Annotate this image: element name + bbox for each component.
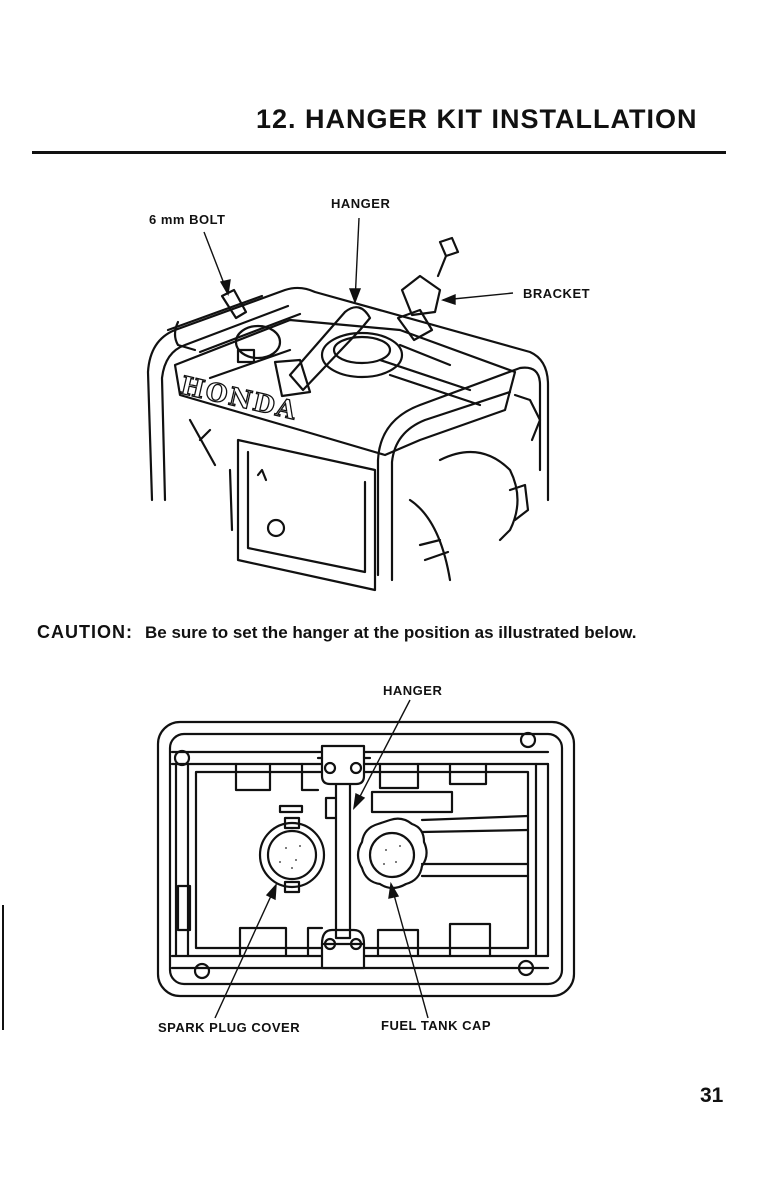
base-frame-outer <box>158 722 574 996</box>
cutout-t2 <box>302 764 318 790</box>
grille-lines <box>422 816 528 876</box>
fuel-tank-cap-top <box>358 819 427 888</box>
panel-switch <box>258 470 266 480</box>
frame-tube-top <box>172 752 548 764</box>
bolt-label: 6 mm BOLT <box>149 212 226 227</box>
bolt-small <box>222 290 246 318</box>
tank-ridge-1 <box>200 314 300 352</box>
frame-bolt-br <box>519 961 533 975</box>
tank-line-c <box>400 345 450 365</box>
tank-ridge-2 <box>210 350 290 378</box>
label-plate <box>372 792 452 812</box>
caution-text: Be sure to set the hanger at the positio… <box>145 623 637 642</box>
frame-bolt-tr <box>521 733 535 747</box>
frame-right-front-inner <box>392 392 510 580</box>
margin-mark <box>2 905 4 1030</box>
fuel-tank-body <box>175 320 515 455</box>
hanger-bolt-2 <box>351 763 361 773</box>
spark-plug-tab-top <box>285 818 299 828</box>
bolt-top <box>438 238 458 276</box>
frame-rear-bar <box>175 322 195 350</box>
right-bracket <box>515 395 540 440</box>
spark-plug-cap <box>238 350 254 362</box>
cutout-t1 <box>236 764 270 790</box>
frame-tube-left <box>176 764 188 956</box>
hanger-foot-left <box>275 360 310 396</box>
fuel-tank-cap-inner <box>370 833 414 877</box>
bracket-label: BRACKET <box>523 286 590 301</box>
frame-tube-right <box>536 764 548 956</box>
control-panel <box>238 440 375 590</box>
spark-plug-cover-ring <box>268 831 316 879</box>
fuel-cap-inner <box>334 337 390 363</box>
caution-heading: CAUTION: <box>37 622 133 642</box>
control-panel-inner <box>248 452 365 572</box>
svg-text:HONDA: HONDA <box>178 371 301 426</box>
page-title: 12. HANGER KIT INSTALLATION <box>256 104 698 135</box>
recoil-housing <box>440 452 518 540</box>
tank-line-a <box>380 360 470 390</box>
caution-note: CAUTION: Be sure to set the hanger at the… <box>37 622 637 643</box>
cutout-t3 <box>380 764 418 788</box>
page-number: 31 <box>700 1084 723 1108</box>
cutout-b2 <box>308 928 322 956</box>
hanger-bar-top <box>336 770 350 938</box>
frame-right-front <box>378 368 540 575</box>
hanger-label-bottom: HANGER <box>383 683 442 698</box>
spark-plug-cover-label: SPARK PLUG COVER <box>158 1020 300 1035</box>
hanger-bolt-4 <box>351 939 361 949</box>
hanger-mount-bottom-top <box>322 930 364 944</box>
cutout-b4 <box>450 924 490 956</box>
spark-plug-tab-bottom <box>285 882 299 892</box>
tank-line-b <box>390 375 480 405</box>
frame-top-bar <box>168 296 262 330</box>
spark-plug-cover-top <box>260 823 324 887</box>
frame-left-tube-inner <box>162 306 288 500</box>
spark-plug-cover <box>236 326 280 358</box>
fuel-tank-cap-label: FUEL TANK CAP <box>381 1018 491 1033</box>
frame-bolt-tl <box>175 751 189 765</box>
small-slot <box>280 806 302 812</box>
side-notch <box>178 886 190 930</box>
bracket <box>402 276 440 315</box>
hanger-mount-bottom <box>322 944 364 968</box>
hanger-mount-top <box>322 746 364 784</box>
alternator-curve <box>410 500 450 580</box>
cutout-b1 <box>240 928 286 956</box>
panel-knob <box>268 520 284 536</box>
hanger-label-top: HANGER <box>331 196 390 211</box>
frame-left-tube <box>148 288 548 500</box>
fuel-cap-outer <box>322 333 402 377</box>
hanger-bolt-3 <box>325 939 335 949</box>
tank-outline <box>196 772 528 948</box>
title-rule <box>32 151 726 154</box>
honda-logo: HONDA <box>178 371 301 426</box>
side-detail <box>190 420 232 530</box>
slot-2 <box>326 798 338 818</box>
cutout-t4 <box>450 764 486 784</box>
frame-tube-bottom <box>172 956 548 968</box>
hanger-bolt-1 <box>325 763 335 773</box>
bracket-clamp <box>398 310 432 340</box>
cutout-b3 <box>378 930 418 956</box>
frame-bolt-bl <box>195 964 209 978</box>
hanger-bar <box>290 307 370 390</box>
base-frame-inner <box>170 734 562 984</box>
right-lower <box>510 485 528 520</box>
